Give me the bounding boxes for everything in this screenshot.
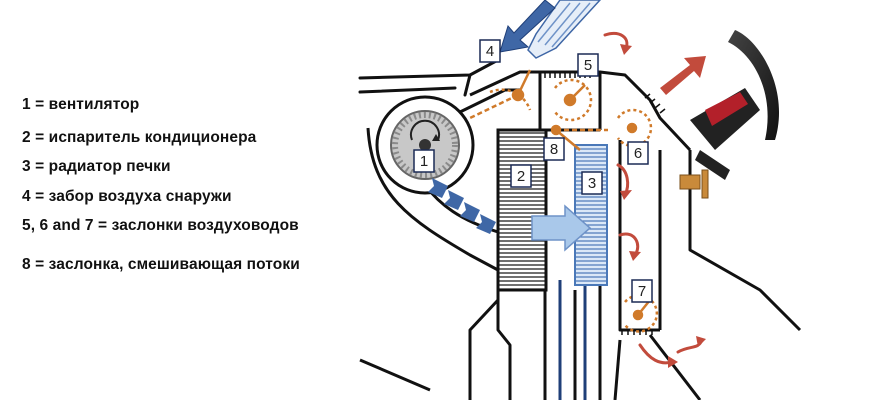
legend-item-air-intake: 4 = забор воздуха снаружи xyxy=(22,188,232,205)
svg-text:2: 2 xyxy=(517,168,525,185)
label-outside-air-intake: 4 xyxy=(479,39,501,63)
fresh-air-intake-arrow xyxy=(527,0,602,59)
outside-air-arrow xyxy=(499,0,556,53)
label-fan: 1 xyxy=(413,149,435,173)
svg-text:5: 5 xyxy=(584,57,592,74)
warm-air-arrowheads xyxy=(620,44,706,368)
defrost-arrow xyxy=(660,56,706,95)
steering-wheel xyxy=(690,30,780,180)
svg-text:6: 6 xyxy=(634,145,642,162)
svg-text:3: 3 xyxy=(588,175,596,192)
label-duct-flap-7: 7 xyxy=(631,279,653,303)
svg-text:1: 1 xyxy=(420,153,428,170)
legend-item-evaporator: 2 = испаритель кондиционера xyxy=(22,129,257,146)
housing-hatch xyxy=(544,72,666,335)
airflow-arrow xyxy=(531,204,592,252)
legend-item-duct-flaps: 5, 6 and 7 = заслонки воздуховодов xyxy=(22,217,299,234)
pedal xyxy=(679,169,709,199)
label-duct-flap-5: 5 xyxy=(577,53,599,77)
svg-text:8: 8 xyxy=(550,141,558,158)
legend-item-heater-core: 3 = радиатор печки xyxy=(22,158,171,175)
label-duct-flap-6: 6 xyxy=(627,141,649,165)
evaporator xyxy=(496,128,548,292)
dashboard-outline xyxy=(358,58,500,97)
legend-item-fan: 1 = вентилятор xyxy=(22,96,140,113)
fan xyxy=(375,95,475,195)
label-evaporator: 2 xyxy=(510,164,532,188)
label-mix-flap: 8 xyxy=(543,137,565,161)
svg-text:4: 4 xyxy=(486,43,494,60)
heater-core xyxy=(574,144,608,286)
legend-item-mix-flap: 8 = заслонка, смешивающая потоки xyxy=(22,256,300,273)
svg-text:7: 7 xyxy=(638,283,646,300)
airflow-chevrons xyxy=(428,178,496,234)
label-heater-core: 3 xyxy=(581,171,603,195)
lower-ducts-blue xyxy=(558,280,587,400)
